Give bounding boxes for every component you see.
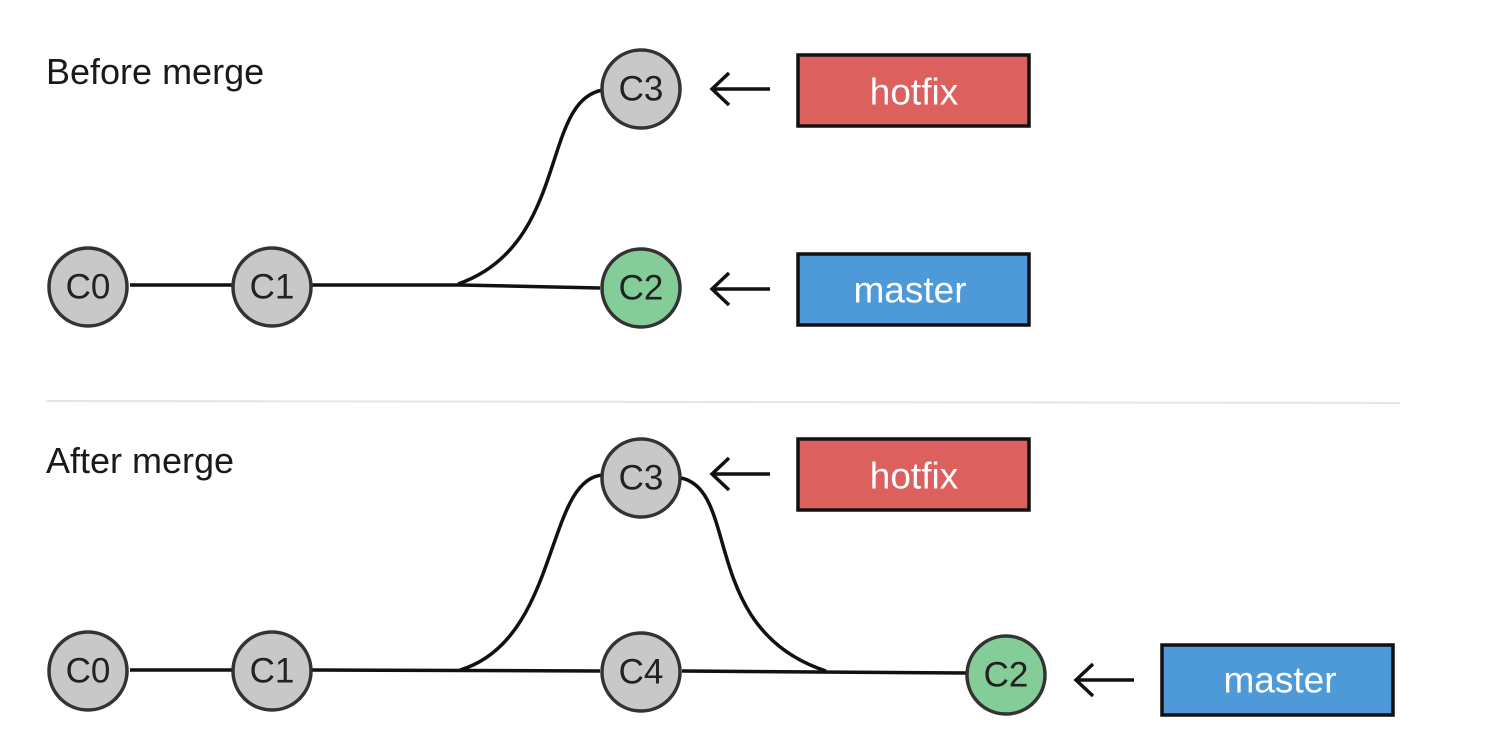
arrow-left-icon xyxy=(709,71,770,107)
before-merge-section: Before merge C0 C1 C3 C2 hotfix master xyxy=(46,48,1031,329)
commit-node xyxy=(231,246,313,328)
commit-label: C3 xyxy=(619,459,664,498)
edge-branch-c3 xyxy=(457,88,604,286)
commit-label: C1 xyxy=(250,268,295,307)
after-merge-section: After merge C0 C1 C3 C4 C2 hotfix master xyxy=(46,437,1395,717)
branch-label: hotfix xyxy=(870,72,959,113)
branch-label-box xyxy=(796,437,1031,512)
commit-node xyxy=(600,247,682,329)
branch-label: master xyxy=(1223,660,1336,701)
commit-node xyxy=(47,246,129,328)
after-merge-title: After merge xyxy=(46,440,234,481)
commit-node xyxy=(600,48,682,130)
commit-label: C4 xyxy=(619,653,664,692)
section-divider xyxy=(45,400,1401,404)
edge-branch-c3 xyxy=(459,473,604,672)
commit-node xyxy=(231,630,313,712)
commit-label: C2 xyxy=(619,269,664,308)
branch-label: master xyxy=(853,270,966,311)
commit-label: C0 xyxy=(66,652,111,691)
commit-label: C1 xyxy=(250,652,295,691)
branch-label: hotfix xyxy=(870,456,959,497)
arrow-left-icon xyxy=(1073,662,1134,698)
commit-node xyxy=(47,630,129,712)
edge-c1-c4 xyxy=(311,668,601,673)
arrow-left-icon xyxy=(709,271,770,307)
branch-label-box xyxy=(1160,643,1395,717)
edge-c1-c2 xyxy=(312,283,601,290)
edge-merge-c3 xyxy=(680,476,827,673)
commit-node xyxy=(600,631,682,713)
commit-node xyxy=(965,634,1047,716)
branch-label-box xyxy=(796,252,1031,327)
commit-node xyxy=(600,437,682,519)
commit-label: C2 xyxy=(984,656,1029,695)
branch-label-box xyxy=(796,53,1031,128)
before-merge-title: Before merge xyxy=(46,51,264,92)
commit-label: C3 xyxy=(619,70,664,109)
arrow-left-icon xyxy=(709,456,770,492)
commit-label: C0 xyxy=(66,268,111,307)
